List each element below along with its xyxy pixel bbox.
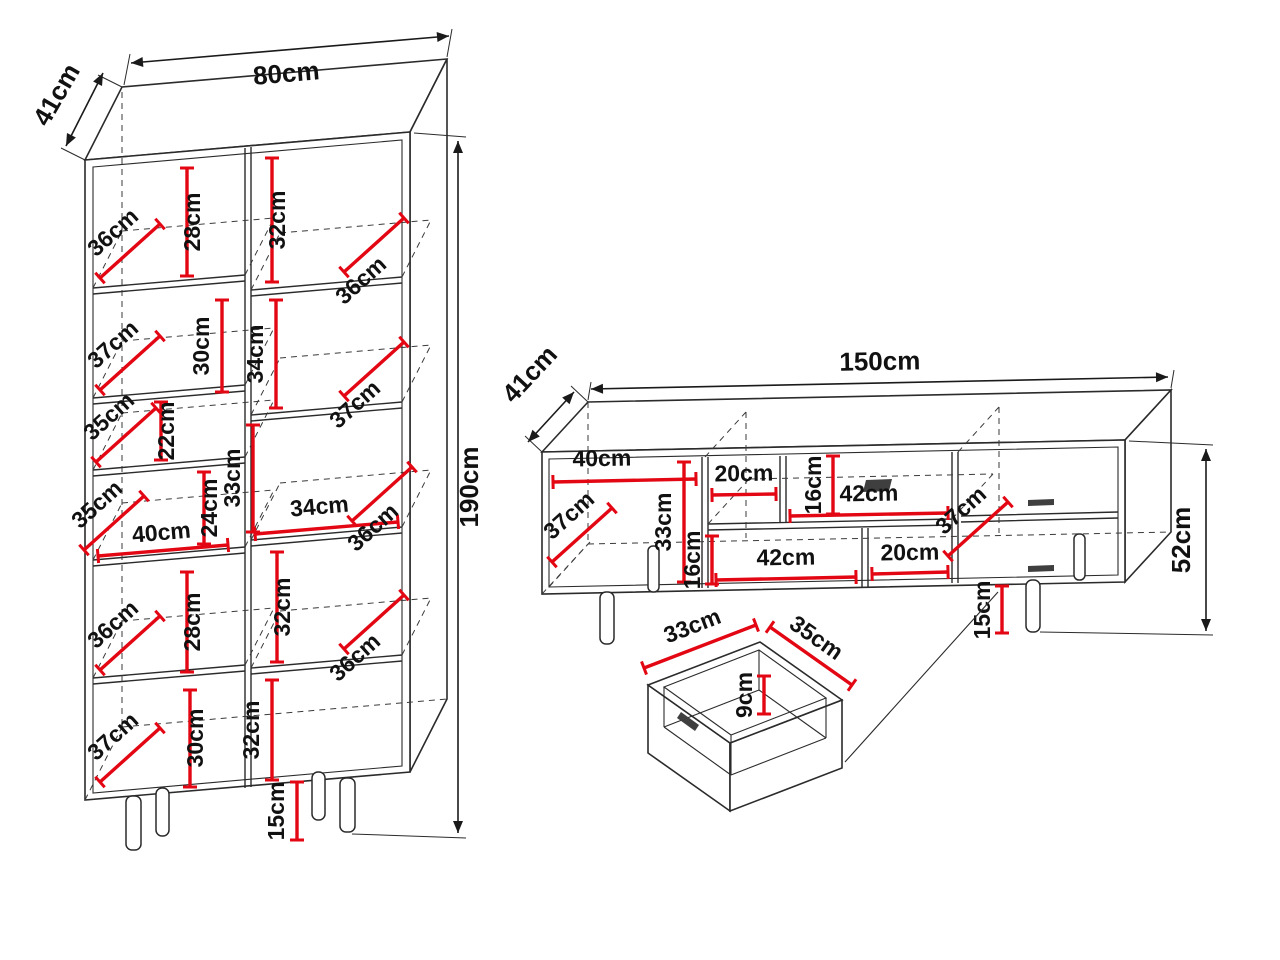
cabinet-left-depth-3-line: [90, 401, 162, 469]
tv-stand-drawing: 150cm 41cm 52cm 40cm 20cm 16cm 37cm 33cm…: [496, 339, 1214, 645]
cabinet-leg-height-label: 15cm: [263, 782, 289, 841]
tv-left-width: 40cm: [572, 444, 631, 471]
cabinet-left-depth-1-line: [94, 217, 166, 285]
tv-top-right-niche-width-line: [788, 505, 950, 524]
cabinet-side-face: [409, 58, 448, 773]
cabinet-extension-lines: [60, 28, 467, 839]
tv-leg-back-left: [647, 545, 660, 593]
cabinet-inner-frame: [92, 139, 403, 794]
tv-top-right-niche-width: 42cm: [839, 479, 898, 506]
cabinet-left-height-2: 30cm: [188, 317, 214, 376]
drawer-depth-line: [640, 617, 760, 676]
cabinet-width-dim-line: [130, 32, 450, 67]
tv-bottom-left-niche-width-line: [714, 569, 858, 588]
tv-internal-dimensions: 40cm 20cm 16cm 37cm 33cm 42cm 37cm 16cm …: [538, 444, 1014, 639]
tv-left-depth-line: [546, 501, 618, 569]
tv-cable-hole: [863, 479, 892, 492]
cabinet-left-height-6: 30cm: [182, 709, 208, 768]
cabinet-left-niche-width: 40cm: [131, 517, 192, 548]
cabinet-leg-front-right: [339, 777, 356, 833]
tall-cabinet-drawing: 80cm 41cm 190cm 28cm 30cm 22cm 24cm 28cm…: [27, 28, 484, 851]
tv-bottom-left-niche-width: 42cm: [756, 543, 815, 570]
cabinet-depth-dim-line: [65, 72, 104, 147]
cabinet-right-height-1: 32cm: [264, 191, 290, 250]
cabinet-right-depth-3-line: [346, 460, 418, 528]
tv-extension-lines: [524, 369, 1214, 636]
drawer-handle-slot: [677, 712, 699, 731]
cabinet-right-height-2: 34cm: [242, 325, 268, 384]
tv-width-dim-line: [590, 372, 1169, 394]
tv-top-left-niche-width: 20cm: [714, 459, 773, 486]
tv-leg-front-left: [599, 591, 615, 645]
cabinet-left-height-1: 28cm: [179, 193, 205, 252]
tv-legs: [599, 533, 1086, 645]
cabinet-outline: [83, 58, 449, 801]
cabinet-right-depth-1-line: [338, 211, 410, 279]
tv-top-niche-height: 16cm: [800, 456, 826, 515]
tv-left-width-line: [551, 471, 698, 490]
tv-drawer-handle-slot-bottom: [1028, 565, 1054, 572]
tv-height-label: 52cm: [1166, 507, 1196, 574]
cabinet-height-label: 190cm: [454, 447, 484, 528]
tv-top-left-niche-width-line: [710, 486, 778, 503]
tv-bottom-right-niche-width-line: [870, 564, 950, 582]
cabinet-right-height-5: 32cm: [238, 701, 264, 760]
cabinet-width-label: 80cm: [252, 55, 321, 91]
tv-leg-front-right: [1025, 579, 1041, 633]
tv-drawer-handle-slot-top: [1028, 499, 1054, 506]
cabinet-leg-back-left: [155, 787, 170, 837]
tv-width-label: 150cm: [839, 345, 920, 376]
drawer-height-label: 9cm: [731, 672, 757, 718]
cabinet-right-depth-4-line: [338, 588, 410, 656]
cabinet-left-height-5: 28cm: [179, 593, 205, 652]
tv-bottom-right-niche-width: 20cm: [880, 538, 939, 565]
cabinet-right-height-3: 33cm: [219, 449, 245, 508]
cabinet-leg-front-left: [125, 795, 142, 851]
cabinet-left-depth-4-line: [78, 489, 150, 557]
cabinet-right-depth-2-line: [338, 335, 410, 403]
cabinet-right-height-4: 32cm: [269, 578, 295, 637]
cabinet-left-depth-5-line: [94, 609, 166, 677]
tv-left-height: 33cm: [650, 493, 676, 552]
cabinet-left-depth-6-line: [94, 721, 166, 789]
drawer-pointer-line: [844, 591, 999, 763]
drawer-width-line: [764, 620, 858, 692]
tv-right-depth-line: [942, 495, 1014, 563]
cabinet-leg-back-right: [311, 771, 326, 821]
cabinet-legs: [125, 771, 356, 851]
tv-leg-back-right: [1073, 533, 1086, 581]
cabinet-left-height-3: 22cm: [153, 402, 179, 461]
cabinet-left-depth-2-line: [94, 329, 166, 397]
cabinet-left-height-4: 24cm: [196, 479, 222, 538]
tv-depth-dim-line: [527, 391, 575, 443]
tv-bottom-niche-height: 16cm: [679, 531, 705, 590]
cabinet-right-niche-width: 34cm: [289, 491, 350, 522]
